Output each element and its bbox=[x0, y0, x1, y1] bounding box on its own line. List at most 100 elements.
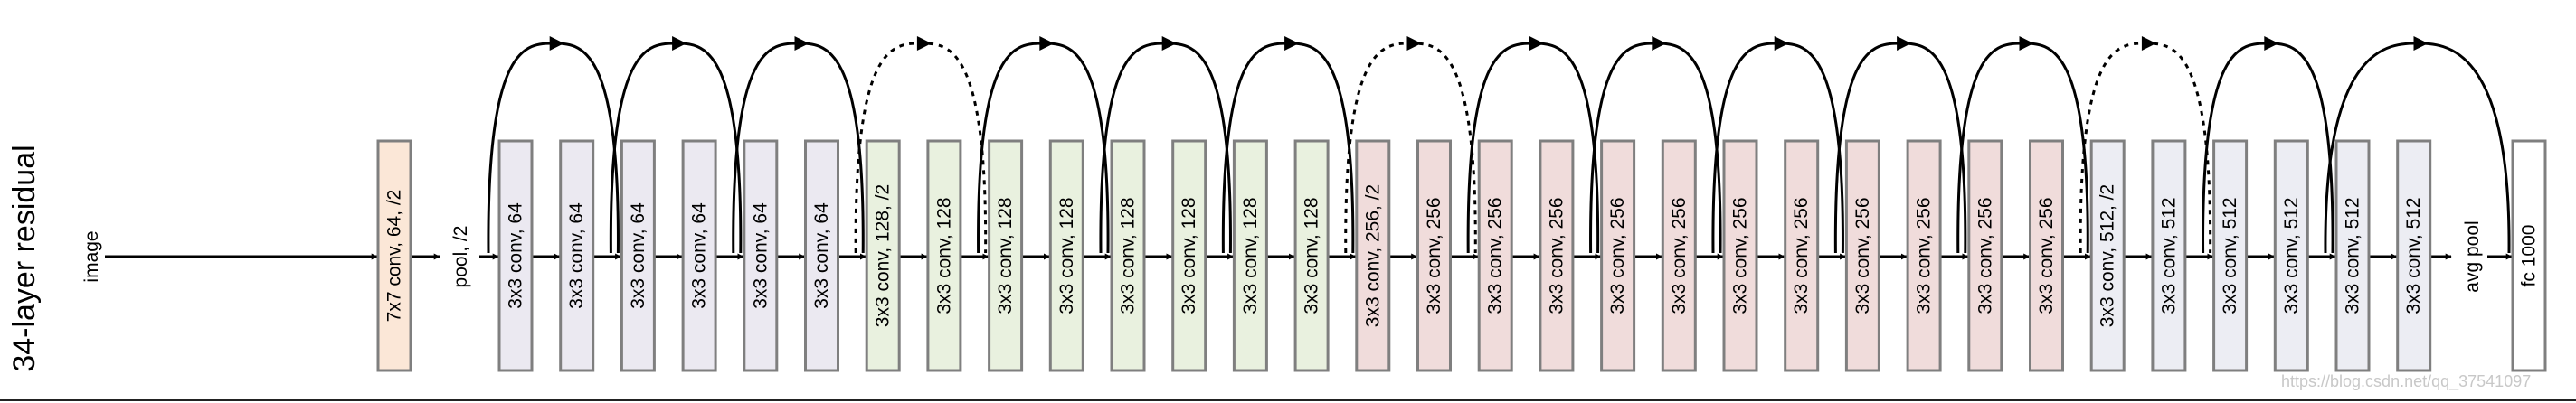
layer-block-8: 3x3 conv, 128, /2 bbox=[865, 139, 901, 372]
layer-block-rect bbox=[620, 139, 656, 372]
skip-connections bbox=[487, 36, 2511, 254]
layer-block-rect bbox=[2151, 139, 2187, 372]
layer-block-17: 3x3 conv, 256 bbox=[1416, 139, 1452, 372]
layer-block-label: 3x3 conv, 512 bbox=[2281, 197, 2302, 314]
layer-block-29: 3x3 conv, 512 bbox=[2151, 139, 2187, 372]
layer-block-31: 3x3 conv, 512 bbox=[2273, 139, 2309, 372]
layer-block-label: 3x3 conv, 64 bbox=[689, 202, 710, 309]
skip-arc-arrowhead bbox=[2019, 36, 2034, 51]
input-image-label: image bbox=[81, 230, 102, 282]
layer-block-label: 3x3 conv, 64 bbox=[750, 202, 771, 309]
skip-arc-arrowhead bbox=[1529, 36, 1544, 51]
layer-block-16: 3x3 conv, 256, /2 bbox=[1355, 139, 1391, 372]
layer-block-label: 3x3 conv, 256 bbox=[1852, 197, 1873, 314]
skip-arc-arrowhead bbox=[549, 36, 564, 51]
skip-arc-arrowhead bbox=[1652, 36, 1667, 51]
layer-block-rect bbox=[1110, 139, 1146, 372]
layer-block-34: fc 1000 bbox=[2511, 139, 2547, 372]
layer-block-label: 3x3 conv, 256 bbox=[1424, 197, 1444, 314]
layer-block-rect bbox=[1661, 139, 1697, 372]
layer-block-5: 3x3 conv, 64 bbox=[681, 139, 717, 372]
layer-block-label: 3x3 conv, 512 bbox=[2403, 197, 2424, 314]
layer-block-20: 3x3 conv, 256 bbox=[1600, 139, 1636, 372]
skip-arc-arrowhead bbox=[2264, 36, 2279, 51]
layer-block-label: 3x3 conv, 64 bbox=[506, 202, 526, 309]
layer-block-rect bbox=[743, 139, 779, 372]
layer-block-rect bbox=[926, 139, 962, 372]
layer-block-rect bbox=[681, 139, 717, 372]
layer-block-rect bbox=[376, 139, 412, 372]
layer-block-27: 3x3 conv, 256 bbox=[2029, 139, 2064, 372]
layer-block-label: 3x3 conv, 128 bbox=[1056, 197, 1077, 314]
layer-block-rect bbox=[2212, 139, 2249, 372]
layer-block-rect bbox=[2089, 139, 2126, 372]
diagram-title: 34-layer residual bbox=[7, 145, 42, 371]
layer-block-label: 3x3 conv, 64 bbox=[811, 202, 832, 309]
layer-block-label: 3x3 conv, 256 bbox=[1669, 197, 1690, 314]
layer-block-21: 3x3 conv, 256 bbox=[1661, 139, 1697, 372]
layer-block-12: 3x3 conv, 128 bbox=[1110, 139, 1146, 372]
layer-block-4: 3x3 conv, 64 bbox=[620, 139, 656, 372]
layer-block-rect bbox=[1293, 139, 1330, 372]
layer-blocks: 7x7 conv, 64, /2 3x3 conv, 64 3x3 conv, 64… bbox=[376, 139, 2547, 372]
layer-block-rect bbox=[1539, 139, 1575, 372]
layer-block-label: 3x3 conv, 256 bbox=[2036, 197, 2057, 314]
layer-block-label: 3x3 conv, 128 bbox=[1302, 197, 1322, 314]
layer-block-rect bbox=[988, 139, 1024, 372]
layer-block-label: 3x3 conv, 64 bbox=[566, 202, 587, 309]
layer-block-rect bbox=[1477, 139, 1513, 372]
layer-block-25: 3x3 conv, 256 bbox=[1906, 139, 1942, 372]
layer-block-2: 3x3 conv, 64 bbox=[497, 139, 534, 372]
layer-block-24: 3x3 conv, 256 bbox=[1844, 139, 1880, 372]
layer-block-15: 3x3 conv, 128 bbox=[1293, 139, 1330, 372]
layer-block-rect bbox=[1171, 139, 1208, 372]
layer-block-3: 3x3 conv, 64 bbox=[559, 139, 595, 372]
avg-pool-label: avg pool bbox=[2462, 220, 2483, 292]
layer-block-label: 3x3 conv, 128, /2 bbox=[873, 184, 894, 327]
layer-block-rect bbox=[559, 139, 595, 372]
layer-block-23: 3x3 conv, 256 bbox=[1784, 139, 1820, 372]
skip-arc-arrowhead bbox=[794, 36, 810, 51]
layer-block-label: 3x3 conv, 256 bbox=[1485, 197, 1506, 314]
skip-arc-arrowhead bbox=[1161, 36, 1177, 51]
layer-block-label: 7x7 conv, 64, /2 bbox=[384, 190, 405, 323]
layer-block-22: 3x3 conv, 256 bbox=[1722, 139, 1758, 372]
skip-arc-arrowhead bbox=[1774, 36, 1789, 51]
layer-block-13: 3x3 conv, 128 bbox=[1171, 139, 1208, 372]
layer-block-rect bbox=[1722, 139, 1758, 372]
layer-block-rect bbox=[2273, 139, 2309, 372]
layer-block-11: 3x3 conv, 128 bbox=[1048, 139, 1084, 372]
skip-arc-arrowhead bbox=[1897, 36, 1912, 51]
layer-block-32: 3x3 conv, 512 bbox=[2334, 139, 2371, 372]
layer-block-rect bbox=[1232, 139, 1268, 372]
layer-block-label: 3x3 conv, 256, /2 bbox=[1362, 184, 1383, 327]
layer-block-6: 3x3 conv, 64 bbox=[743, 139, 779, 372]
layer-block-10: 3x3 conv, 128 bbox=[988, 139, 1024, 372]
layer-block-label: 3x3 conv, 64 bbox=[628, 202, 649, 309]
layer-block-26: 3x3 conv, 256 bbox=[1967, 139, 2003, 372]
layer-block-rect bbox=[1906, 139, 1942, 372]
layer-block-33: 3x3 conv, 512 bbox=[2396, 139, 2432, 372]
layer-block-rect bbox=[1355, 139, 1391, 372]
layer-block-label: 3x3 conv, 512 bbox=[2343, 197, 2363, 314]
layer-block-19: 3x3 conv, 256 bbox=[1539, 139, 1575, 372]
layer-block-rect bbox=[1048, 139, 1084, 372]
layer-block-label: 3x3 conv, 128 bbox=[995, 197, 1016, 314]
layer-block-28: 3x3 conv, 512, /2 bbox=[2089, 139, 2126, 372]
layer-block-label: 3x3 conv, 256 bbox=[1975, 197, 1995, 314]
skip-arc-arrowhead bbox=[2413, 36, 2429, 51]
layer-block-label: fc 1000 bbox=[2519, 225, 2540, 287]
layer-block-label: 3x3 conv, 256 bbox=[1546, 197, 1567, 314]
layer-block-label: 3x3 conv, 256 bbox=[1791, 197, 1812, 314]
layer-block-18: 3x3 conv, 256 bbox=[1477, 139, 1513, 372]
layer-block-rect bbox=[865, 139, 901, 372]
skip-arc-arrowhead bbox=[1406, 36, 1422, 51]
layer-block-label: 3x3 conv, 512 bbox=[2220, 197, 2240, 314]
layer-block-label: 3x3 conv, 128 bbox=[1118, 197, 1139, 314]
layer-block-label: 3x3 conv, 128 bbox=[933, 197, 954, 314]
layer-block-rect bbox=[2511, 139, 2547, 372]
layer-block-rect bbox=[497, 139, 534, 372]
watermark: https://blog.csdn.net/qq_37541097 bbox=[2281, 372, 2531, 391]
layer-block-label: 3x3 conv, 128 bbox=[1240, 197, 1261, 314]
